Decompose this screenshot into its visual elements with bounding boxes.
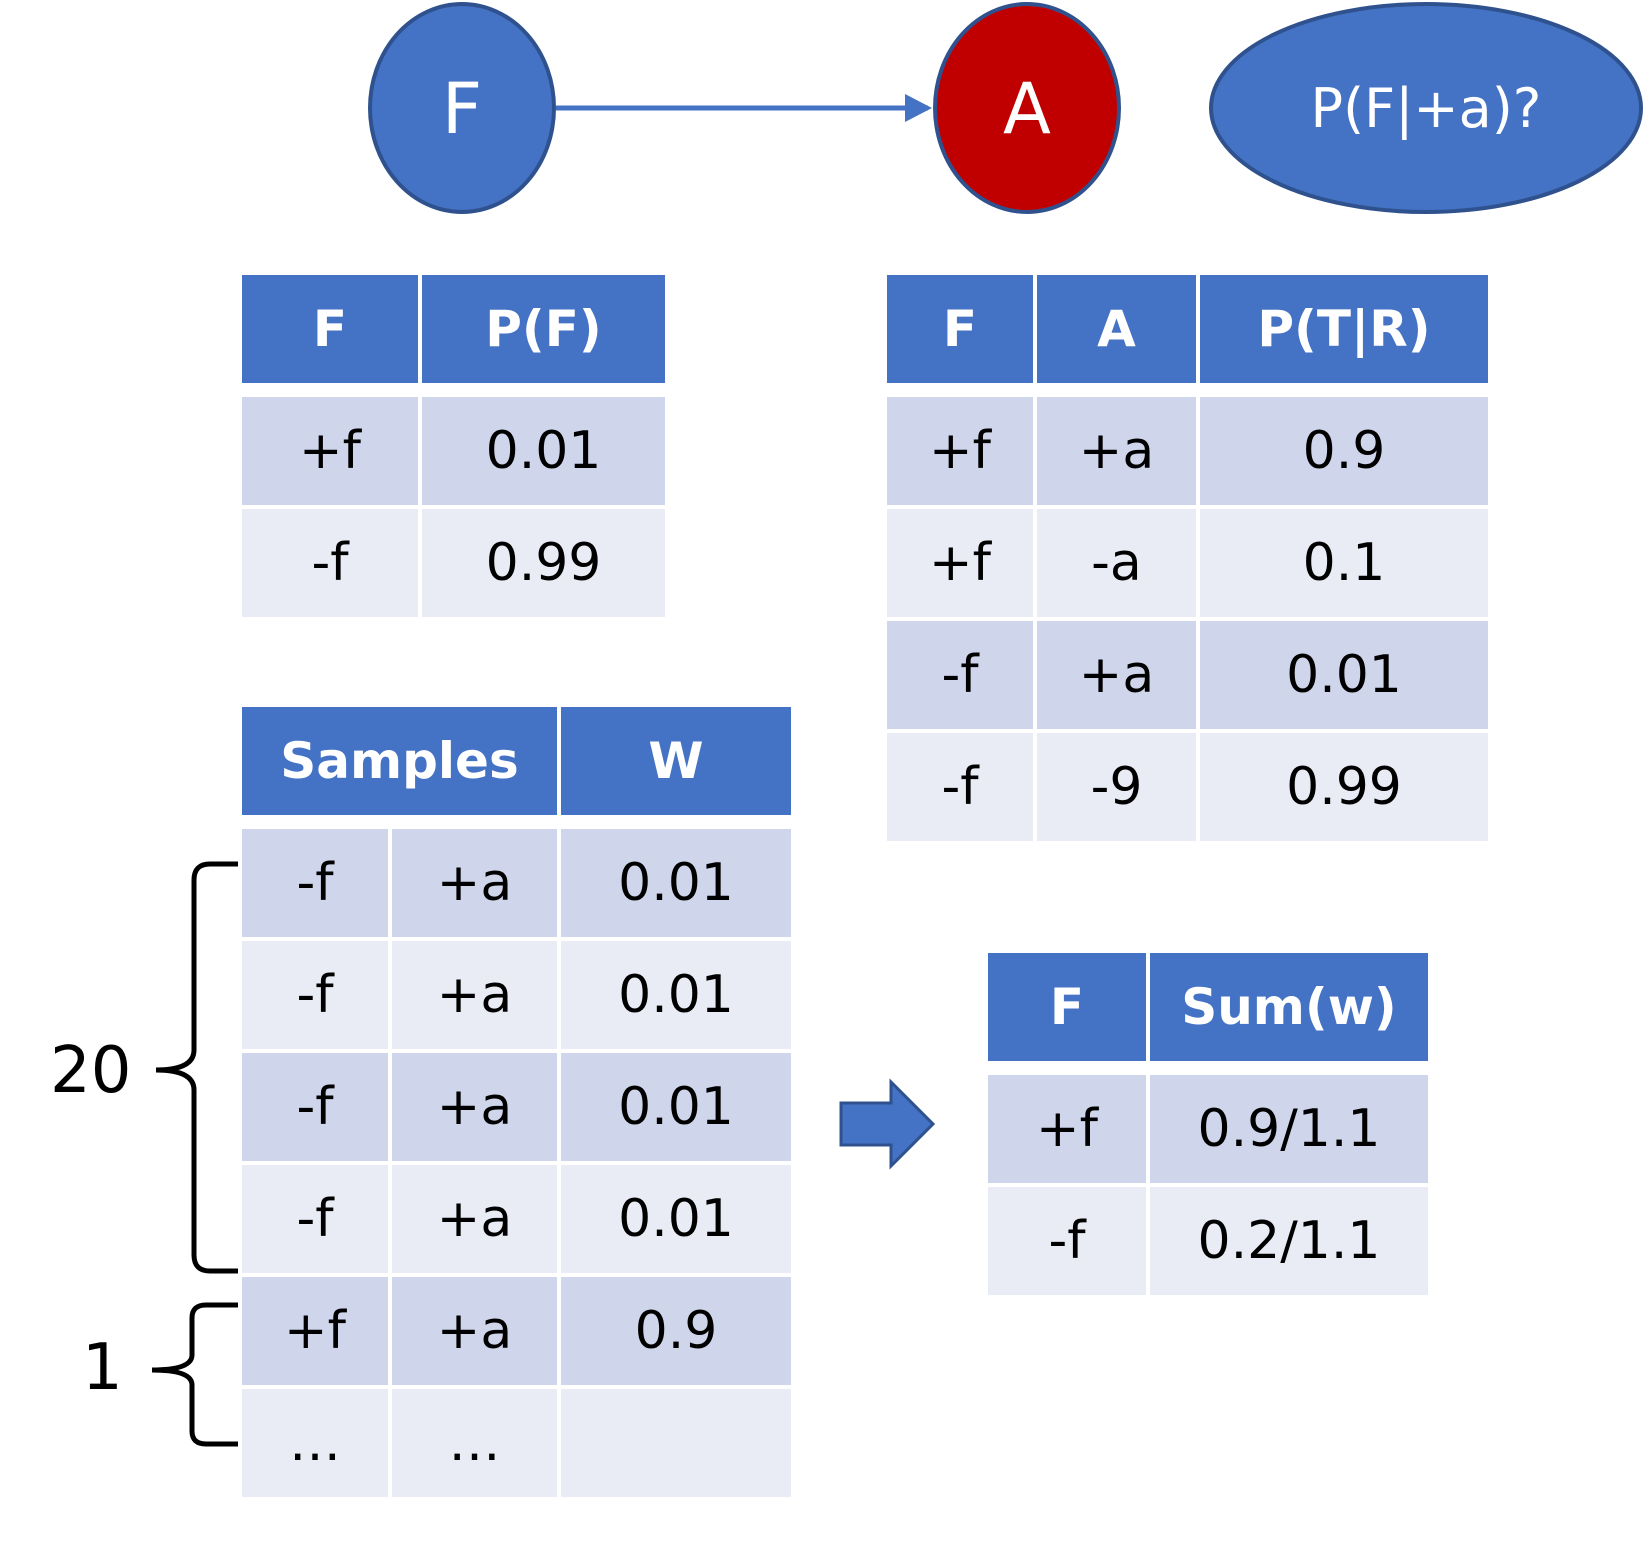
table-row: +f +a 0.9 <box>887 397 1488 505</box>
header-f: F <box>887 275 1033 393</box>
table-row: -f -9 0.99 <box>887 733 1488 841</box>
cell: +f <box>242 1277 388 1385</box>
cell: +a <box>392 829 557 937</box>
cell: 0.9 <box>1200 397 1488 505</box>
samples-table: Samples W -f +a 0.01 -f +a 0.01 -f +a 0.… <box>238 703 795 1501</box>
table-row: -f +a 0.01 <box>887 621 1488 729</box>
cell: -f <box>242 829 388 937</box>
header-w: W <box>561 707 791 825</box>
cell: +f <box>887 397 1033 505</box>
header-sum: Sum(w) <box>1150 953 1428 1071</box>
cell: 0.9 <box>561 1277 791 1385</box>
block-arrow-icon <box>839 1078 936 1170</box>
node-a <box>933 2 1121 214</box>
table-row: -f 0.2/1.1 <box>988 1187 1428 1295</box>
cell: … <box>392 1389 557 1497</box>
cell: 0.01 <box>561 1165 791 1273</box>
table-row: +f -a 0.1 <box>887 509 1488 617</box>
table-row: -f 0.99 <box>242 509 665 617</box>
table-row: +f +a 0.9 <box>242 1277 791 1385</box>
header-pf: P(F) <box>422 275 665 393</box>
cell: +a <box>1037 621 1196 729</box>
cell: +f <box>988 1075 1146 1183</box>
cell: -f <box>242 509 418 617</box>
table-row: -f +a 0.01 <box>242 829 791 937</box>
cell <box>561 1389 791 1497</box>
cell: +f <box>242 397 418 505</box>
cell: +a <box>392 1053 557 1161</box>
edge-arrowhead <box>905 94 932 122</box>
cell: 0.01 <box>561 829 791 937</box>
node-f-label: F <box>442 68 482 150</box>
cell: +f <box>887 509 1033 617</box>
cell: 0.9/1.1 <box>1150 1075 1428 1183</box>
conditional-table: F A P(T|R) +f +a 0.9 +f -a 0.1 -f +a 0.0… <box>883 271 1492 845</box>
header-f: F <box>242 275 418 393</box>
cell: 0.99 <box>422 509 665 617</box>
header-samples: Samples <box>242 707 557 825</box>
cell: +a <box>392 1165 557 1273</box>
brace-20 <box>155 861 238 1274</box>
prior-table: F P(F) +f 0.01 -f 0.99 <box>238 271 669 621</box>
cell: -f <box>887 621 1033 729</box>
cell: -a <box>1037 509 1196 617</box>
cell: -9 <box>1037 733 1196 841</box>
header-f: F <box>988 953 1146 1071</box>
cell: 0.01 <box>1200 621 1488 729</box>
header-prob: P(T|R) <box>1200 275 1488 393</box>
cell: -f <box>988 1187 1146 1295</box>
table-row: +f 0.9/1.1 <box>988 1075 1428 1183</box>
cell: 0.01 <box>561 1053 791 1161</box>
table-row: -f +a 0.01 <box>242 1053 791 1161</box>
table-row: +f 0.01 <box>242 397 665 505</box>
brace-label-20: 20 <box>50 1034 132 1108</box>
cell: +a <box>1037 397 1196 505</box>
cell: -f <box>887 733 1033 841</box>
cell: +a <box>392 1277 557 1385</box>
cell: +a <box>392 941 557 1049</box>
cell: 0.01 <box>422 397 665 505</box>
cell: 0.99 <box>1200 733 1488 841</box>
brace-label-1: 1 <box>82 1331 123 1405</box>
sum-table: F Sum(w) +f 0.9/1.1 -f 0.2/1.1 <box>984 949 1432 1299</box>
cell: 0.2/1.1 <box>1150 1187 1428 1295</box>
table-row: -f +a 0.01 <box>242 1165 791 1273</box>
query-label: P(F|+a)? <box>1311 77 1542 140</box>
cell: -f <box>242 1053 388 1161</box>
cell: 0.1 <box>1200 509 1488 617</box>
cell: 0.01 <box>561 941 791 1049</box>
brace-1 <box>151 1302 238 1447</box>
cell: -f <box>242 1165 388 1273</box>
node-a-label: A <box>1003 68 1051 150</box>
table-row: … … <box>242 1389 791 1497</box>
cell: -f <box>242 941 388 1049</box>
header-a: A <box>1037 275 1196 393</box>
cell: … <box>242 1389 388 1497</box>
table-row: -f +a 0.01 <box>242 941 791 1049</box>
query-ellipse <box>1209 2 1643 214</box>
node-f <box>368 2 556 214</box>
